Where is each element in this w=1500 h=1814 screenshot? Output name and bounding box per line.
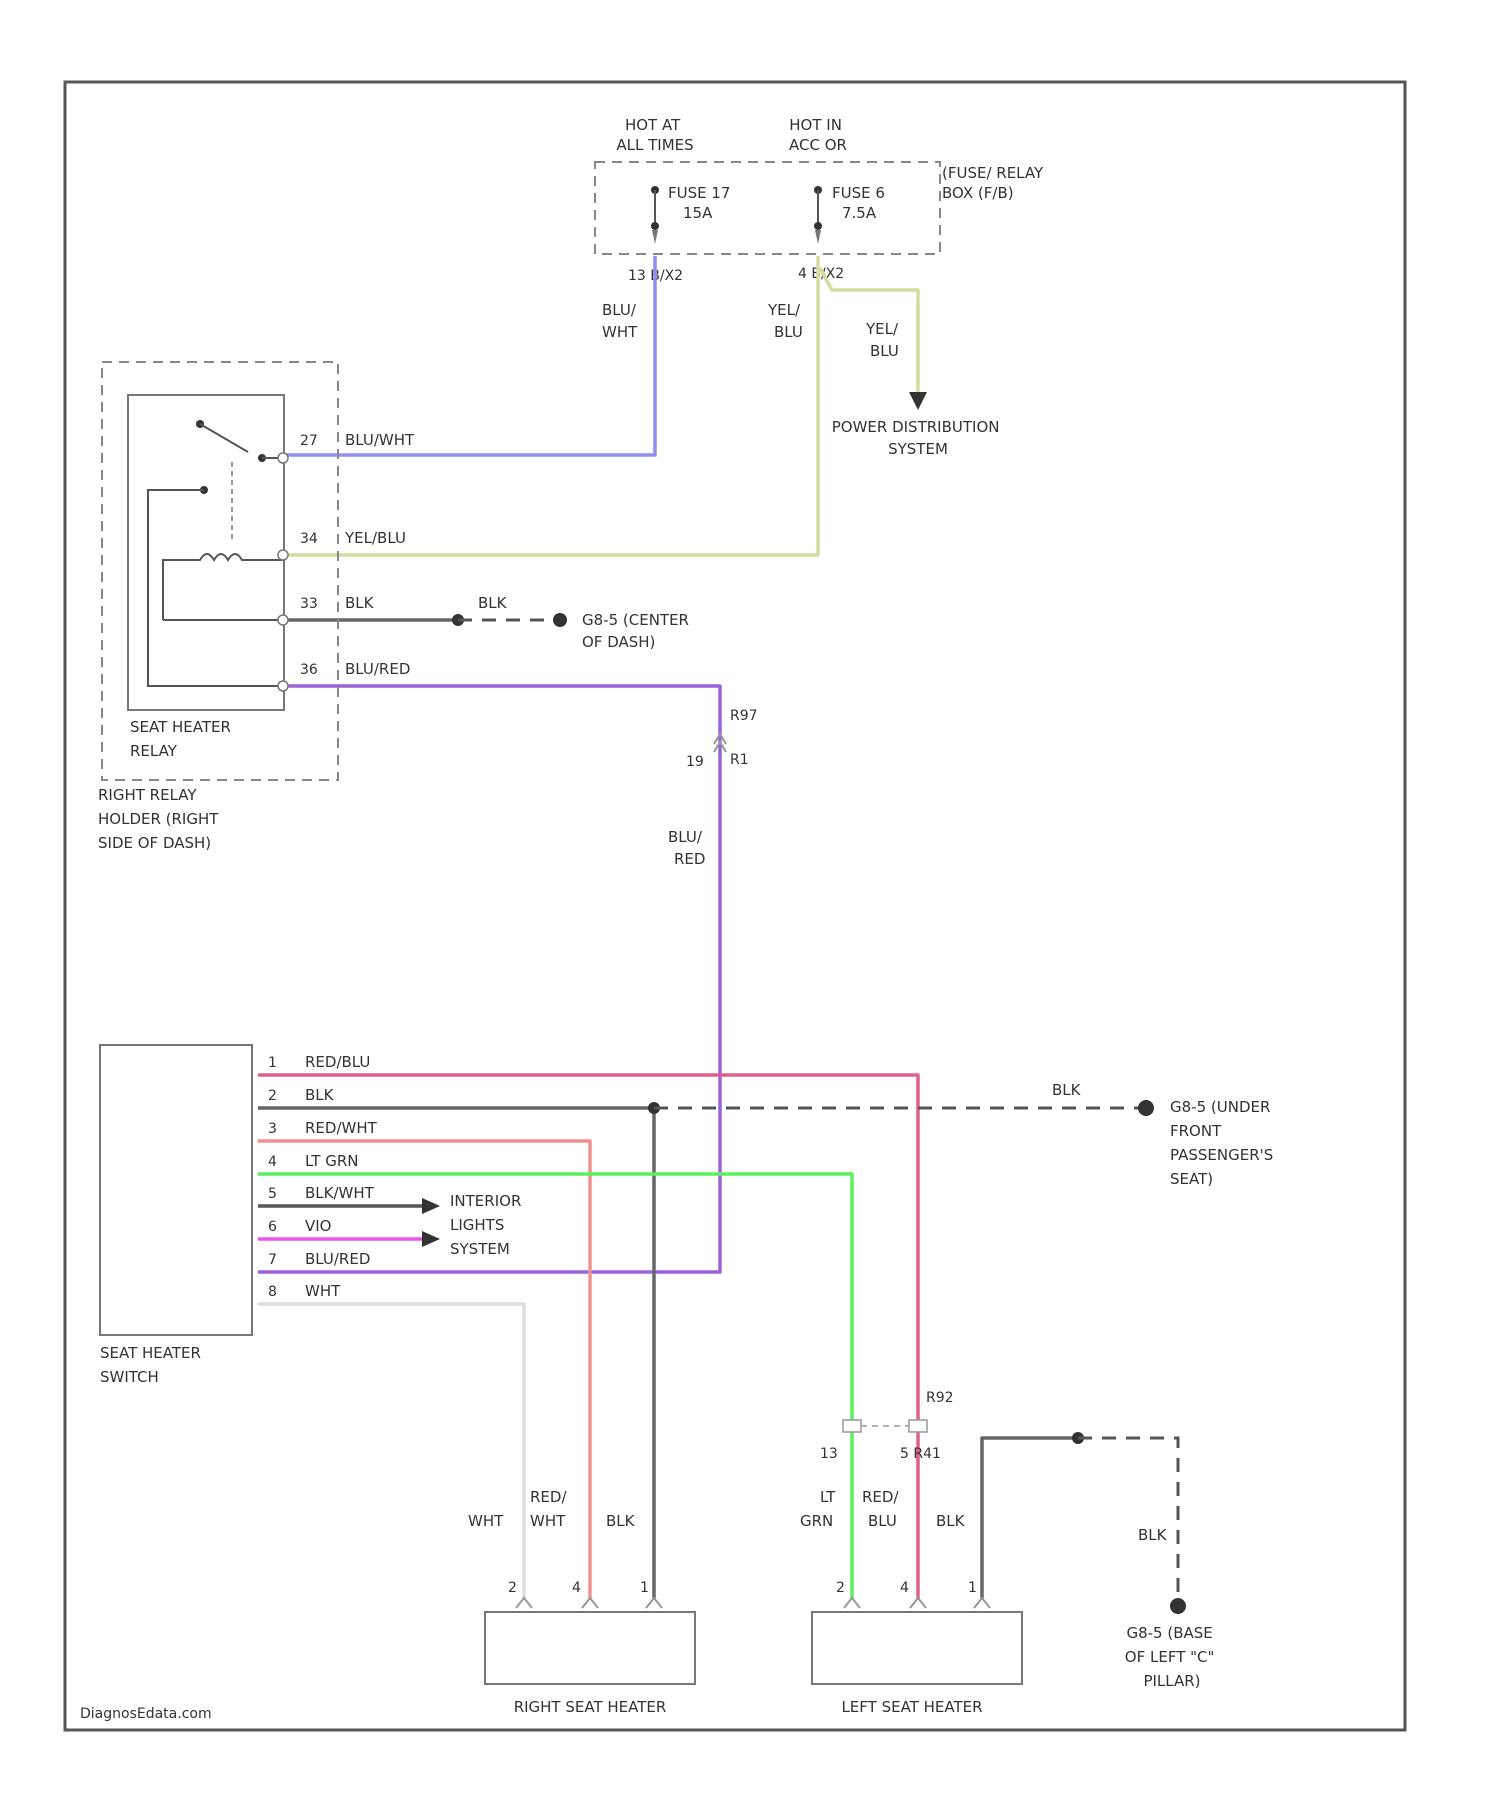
- right-heater-blk-label: BLK: [606, 1512, 636, 1530]
- right-heater-pin-b: 4: [572, 1580, 581, 1596]
- relay-pin-27: 27: [300, 433, 318, 449]
- interior-arrow-2: [422, 1231, 440, 1247]
- right-heater-wht-label: WHT: [468, 1512, 504, 1530]
- wire-yel-blu: [285, 256, 818, 555]
- wire-blk-left-heater: [982, 1438, 1078, 1600]
- switch-pin-6: 6: [268, 1219, 277, 1235]
- wire-blu-wht: [285, 256, 655, 455]
- switch-pin-3: 3: [268, 1121, 277, 1137]
- ground-c-pillar-wire-label: BLK: [1138, 1526, 1168, 1544]
- watermark: DiagnosEdata.com: [80, 1706, 212, 1722]
- right-seat-heater: WHT RED/ WHT BLK 2 4 1 RIGHT SEAT HEATER: [468, 1488, 695, 1716]
- switch-wire-8: WHT: [305, 1282, 341, 1300]
- connector-r97: R97 19 R1: [686, 708, 758, 770]
- ground-front-seat: BLK G8-5 (UNDER FRONT PASSENGER'S SEAT): [648, 1081, 1278, 1188]
- wire-yel-blu-vert-label: YEL/ BLU: [767, 301, 805, 341]
- relay-wire-34-label: YEL/BLU: [344, 529, 406, 547]
- connector-r92-code: R92: [926, 1390, 954, 1406]
- hot-at-all-times-label: HOT AT ALL TIMES: [616, 116, 693, 154]
- left-heater-pin-b: 4: [900, 1580, 909, 1596]
- relay-holder-label: RIGHT RELAY HOLDER (RIGHT SIDE OF DASH): [98, 786, 223, 852]
- right-heater-name: RIGHT SEAT HEATER: [514, 1698, 667, 1716]
- interior-arrow-1: [422, 1198, 440, 1214]
- pds-arrow: [909, 392, 927, 410]
- right-heater-body: [485, 1612, 695, 1684]
- interior-lights-label: INTERIOR LIGHTS SYSTEM: [450, 1192, 526, 1258]
- wire-wht: [258, 1304, 524, 1600]
- right-heater-redwht-label: RED/ WHT: [530, 1488, 571, 1530]
- switch-pin-1: 1: [268, 1055, 277, 1071]
- ground-center-label: G8-5 (CENTER OF DASH): [582, 611, 694, 651]
- fuse-relay-box: HOT AT ALL TIMES HOT IN ACC OR (FUSE/ RE…: [595, 116, 1048, 284]
- fuse-6: [814, 186, 822, 244]
- left-heater-blk-label: BLK: [936, 1512, 966, 1530]
- right-heater-pin-a: 2: [508, 1580, 517, 1596]
- fuse-box-outline: [595, 162, 940, 254]
- ground-c-pillar: BLK G8-5 (BASE OF LEFT "C" PILLAR): [1072, 1432, 1219, 1690]
- switch-wire-4: LT GRN: [305, 1152, 359, 1170]
- relay-name-label: SEAT HEATER RELAY: [130, 718, 236, 760]
- connector-r1-code: R1: [730, 752, 749, 768]
- switch-wire-3: RED/WHT: [305, 1119, 378, 1137]
- switch-wire-2: BLK: [305, 1086, 335, 1104]
- connector-r97-pin: 19: [686, 754, 704, 770]
- switch-wire-1: RED/BLU: [305, 1053, 370, 1071]
- ground-front-label: G8-5 (UNDER FRONT PASSENGER'S SEAT): [1170, 1098, 1278, 1188]
- hot-in-acc-label: HOT IN ACC OR: [789, 116, 847, 154]
- left-heater-ltgrn-label: LT GRN: [800, 1488, 840, 1530]
- left-heater-body: [812, 1612, 1022, 1684]
- switch-pin-5: 5: [268, 1186, 277, 1202]
- left-heater-pin-a: 2: [836, 1580, 845, 1596]
- relay-wire-27-label: BLU/WHT: [345, 431, 415, 449]
- connector-r97-code: R97: [730, 708, 758, 724]
- left-seat-heater: LT GRN RED/ BLU BLK 2 4 1 LEFT SEAT HEAT…: [800, 1488, 1022, 1716]
- ground-front-wire-label: BLK: [1052, 1081, 1082, 1099]
- switch-wire-6: VIO: [305, 1217, 332, 1235]
- connector-r92: R92 13 5 R41: [820, 1390, 954, 1462]
- relay-blk-label: BLK: [478, 594, 508, 612]
- switch-name-label: SEAT HEATER SWITCH: [100, 1344, 206, 1386]
- connector-r92-right: 5 R41: [900, 1446, 941, 1462]
- switch-pin-7: 7: [268, 1252, 277, 1268]
- fuse-box-name-label: (FUSE/ RELAY BOX (F/B): [942, 164, 1048, 202]
- fuse-17-label: FUSE 17 15A: [668, 184, 735, 222]
- diagram-frame: [65, 82, 1405, 1730]
- relay-wire-33-label: BLK: [345, 594, 375, 612]
- relay-body: [128, 395, 284, 710]
- switch-wire-5: BLK/WHT: [305, 1184, 375, 1202]
- relay-pin-36: 36: [300, 662, 318, 678]
- left-heater-redblu-label: RED/ BLU: [862, 1488, 903, 1530]
- fuse-17: [651, 186, 659, 244]
- switch-pin-4: 4: [268, 1154, 277, 1170]
- switch-pin-8: 8: [268, 1284, 277, 1300]
- connector-r92-left: 13: [820, 1446, 838, 1462]
- relay-pin-33: 33: [300, 596, 318, 612]
- wire-blu-wht-vert-label: BLU/ WHT: [602, 301, 641, 341]
- wire-yel-blu-pds-label: YEL/ BLU: [865, 320, 903, 360]
- right-heater-pin-c: 1: [640, 1580, 649, 1596]
- relay-pin-34: 34: [300, 531, 318, 547]
- ground-c-pillar-label: G8-5 (BASE OF LEFT "C" PILLAR): [1125, 1624, 1219, 1690]
- switch-pin-2: 2: [268, 1088, 277, 1104]
- power-distribution-label: POWER DISTRIBUTION SYSTEM: [832, 418, 1005, 458]
- relay-wire-36-label: BLU/RED: [345, 660, 410, 678]
- switch-body: [100, 1045, 252, 1335]
- wire-blu-red-vert-label: BLU/ RED: [668, 828, 707, 868]
- left-heater-pin-c: 1: [968, 1580, 977, 1596]
- seat-heater-switch: 1 RED/BLU 2 BLK 3 RED/WHT 4 LT GRN 5 BLK…: [100, 1045, 378, 1386]
- switch-wire-7: BLU/RED: [305, 1250, 370, 1268]
- fuse-6-label: FUSE 6 7.5A: [832, 184, 890, 222]
- left-heater-name: LEFT SEAT HEATER: [841, 1698, 982, 1716]
- ground-center-dash: BLK G8-5 (CENTER OF DASH): [452, 594, 694, 651]
- wire-blk-switch: [258, 1108, 654, 1600]
- seat-heater-relay: 27 BLU/WHT 34 YEL/BLU 33 BLK 36 BLU/RED …: [98, 362, 415, 852]
